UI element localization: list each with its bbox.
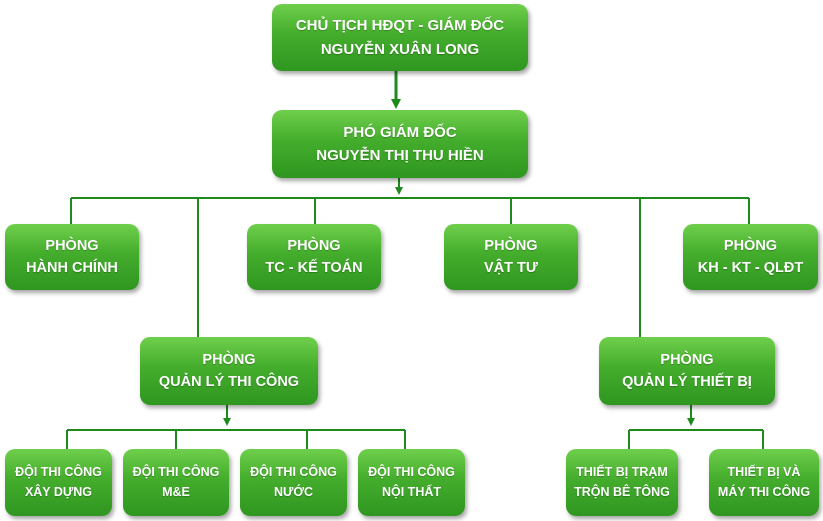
chairman-name: NGUYỄN XUÂN LONG xyxy=(320,40,480,58)
department-label: PHÒNG xyxy=(202,351,256,368)
unit-label: THIẾT BỊ VÀ xyxy=(727,465,801,480)
department-label: PHÒNG xyxy=(45,237,99,254)
team-label: ĐỘI THI CÔNG xyxy=(368,465,455,480)
equipment-management-dept: PHÒNG QUẢN LÝ THIẾT BỊ xyxy=(599,337,775,405)
team-me: ĐỘI THI CÔNG M&E xyxy=(123,449,229,516)
deputy-box: PHÓ GIÁM ĐỐC NGUYỄN THỊ THU HIỀN xyxy=(272,110,528,178)
department-name: TC - KẾ TOÁN xyxy=(265,260,363,276)
department-name: HÀNH CHÍNH xyxy=(26,260,118,276)
team-name: M&E xyxy=(162,484,190,499)
team-construction: ĐỘI THI CÔNG XÂY DỰNG xyxy=(5,449,112,516)
department-planning: PHÒNG KH - KT - QLĐT xyxy=(683,224,818,290)
unit-construction-machinery: THIẾT BỊ VÀ MÁY THI CÔNG xyxy=(709,449,819,516)
department-label: PHÒNG xyxy=(660,351,714,368)
unit-name: TRỘN BÊ TÔNG xyxy=(574,484,670,499)
deputy-title: PHÓ GIÁM ĐỐC xyxy=(343,123,457,141)
team-label: ĐỘI THI CÔNG xyxy=(132,465,220,480)
team-water: ĐỘI THI CÔNG NƯỚC xyxy=(240,449,347,516)
team-name: NƯỚC xyxy=(273,484,314,499)
team-name: XÂY DỰNG xyxy=(24,484,93,499)
department-admin: PHÒNG HÀNH CHÍNH xyxy=(5,224,139,290)
unit-concrete-mixing: THIẾT BỊ TRẠM TRỘN BÊ TÔNG xyxy=(566,449,678,516)
team-interior: ĐỘI THI CÔNG NỘI THẤT xyxy=(358,449,465,516)
deputy-name: NGUYỄN THỊ THU HIỀN xyxy=(316,147,484,164)
unit-label: THIẾT BỊ TRẠM xyxy=(576,465,668,480)
construction-management-dept: PHÒNG QUẢN LÝ THI CÔNG xyxy=(140,337,318,405)
department-name: QUẢN LÝ THIẾT BỊ xyxy=(622,374,752,390)
team-name: NỘI THẤT xyxy=(381,484,442,499)
department-finance: PHÒNG TC - KẾ TOÁN xyxy=(247,224,381,290)
chairman-title: CHỦ TỊCH HĐQT - GIÁM ĐỐC xyxy=(295,17,505,35)
department-label: PHÒNG xyxy=(723,237,778,254)
unit-name: MÁY THI CÔNG xyxy=(717,484,811,499)
department-label: PHÒNG xyxy=(287,237,341,254)
chairman-box: CHỦ TỊCH HĐQT - GIÁM ĐỐC NGUYỄN XUÂN LON… xyxy=(272,4,528,71)
team-label: ĐỘI THI CÔNG xyxy=(250,465,337,480)
department-materials: PHÒNG VẬT TƯ xyxy=(444,224,578,290)
department-name: QUẢN LÝ THI CÔNG xyxy=(158,374,300,390)
team-label: ĐỘI THI CÔNG xyxy=(15,465,102,480)
department-name: KH - KT - QLĐT xyxy=(697,260,804,276)
department-name: VẬT TƯ xyxy=(484,260,538,276)
department-label: PHÒNG xyxy=(484,237,538,254)
